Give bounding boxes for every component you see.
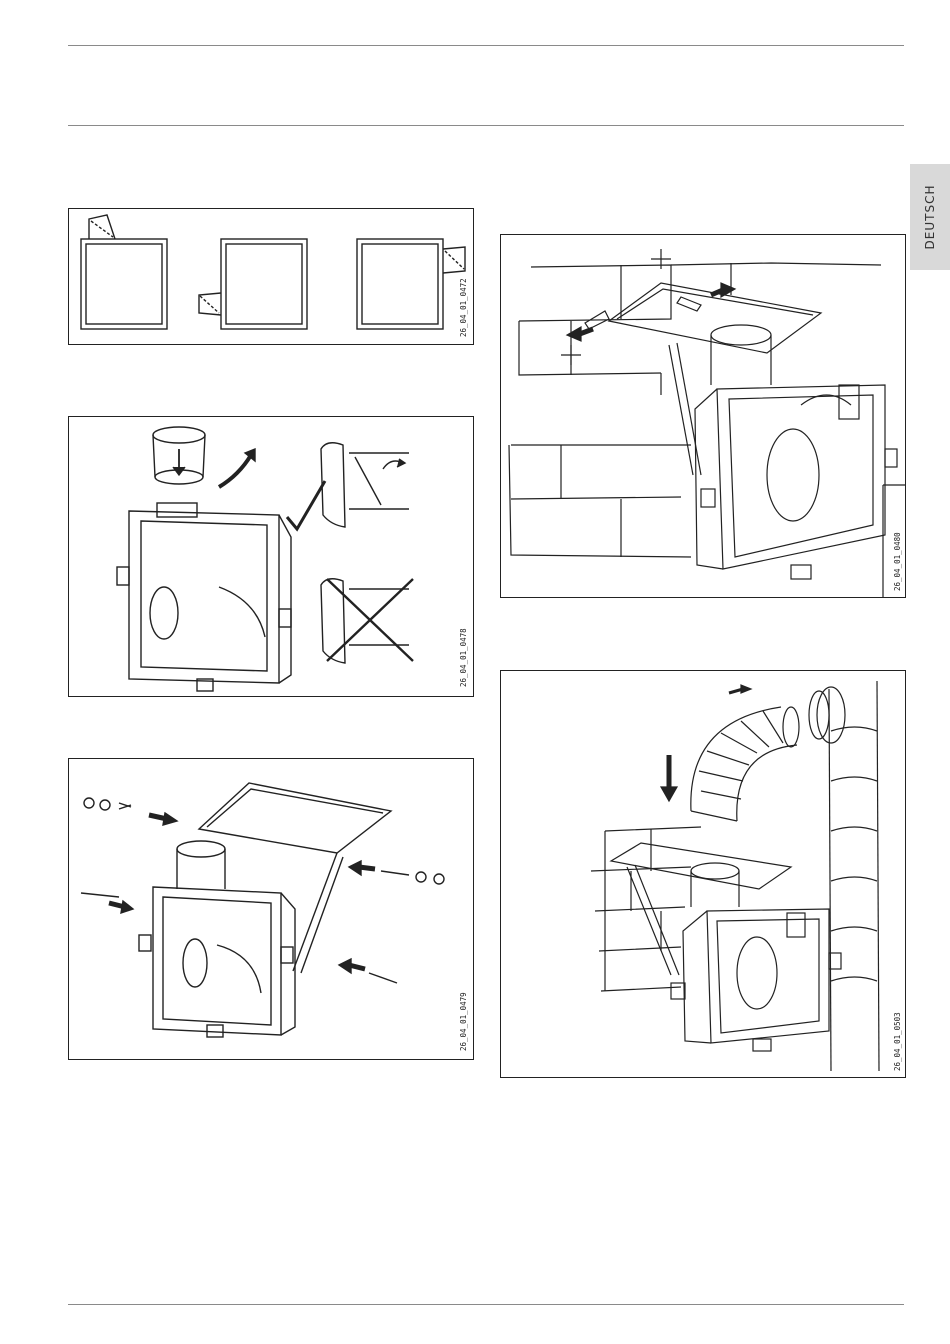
language-tab-label: DEUTSCH — [923, 185, 937, 250]
figure-connector-insertion: 26_04_01_0478 — [68, 416, 474, 697]
figure-wall-mounting: 26_04_01_0480 — [500, 234, 906, 598]
figure-id: 26_04_01_0479 — [459, 992, 468, 1051]
figure-frame-orientations: 26_04_01_0472 — [68, 208, 474, 345]
figure-id: 26_04_01_0478 — [459, 628, 468, 687]
language-tab: DEUTSCH — [910, 164, 950, 270]
header-rule-top — [68, 45, 904, 46]
connector-insertion-illustration — [69, 417, 473, 696]
wall-mounting-illustration — [501, 235, 905, 597]
footer-rule — [68, 1304, 904, 1305]
figure-bracket-assembly: 26_04_01_0479 — [68, 758, 474, 1060]
bracket-assembly-illustration — [69, 759, 473, 1059]
duct-connection-illustration — [501, 671, 905, 1077]
figure-id: 26_04_01_0480 — [893, 532, 902, 591]
figure-duct-connection: 26_04_01_0503 — [500, 670, 906, 1078]
figure-id: 26_04_01_0503 — [893, 1012, 902, 1071]
frame-orientations-illustration — [69, 209, 473, 344]
figure-id: 26_04_01_0472 — [459, 278, 468, 337]
header-rule-bottom — [68, 125, 904, 126]
